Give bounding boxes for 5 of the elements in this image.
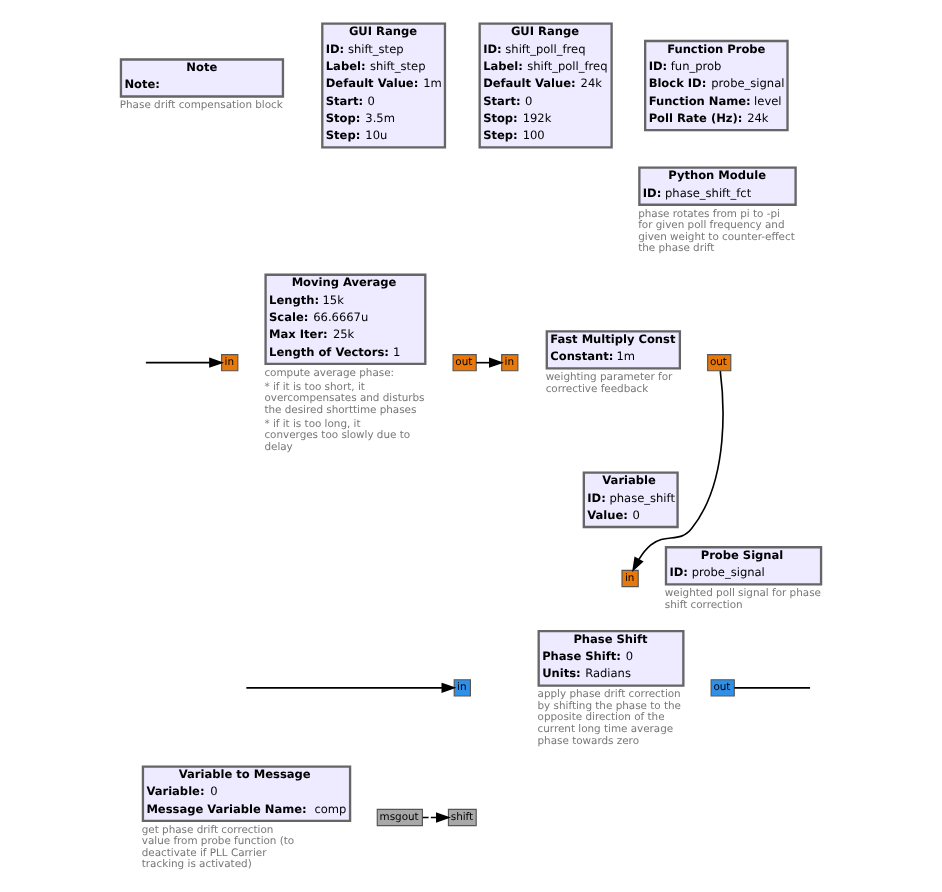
connector bbox=[733, 687, 811, 689]
arrow bbox=[632, 370, 724, 573]
arrow bbox=[245, 682, 457, 694]
arrow bbox=[145, 357, 224, 368]
arrow bbox=[421, 812, 451, 823]
